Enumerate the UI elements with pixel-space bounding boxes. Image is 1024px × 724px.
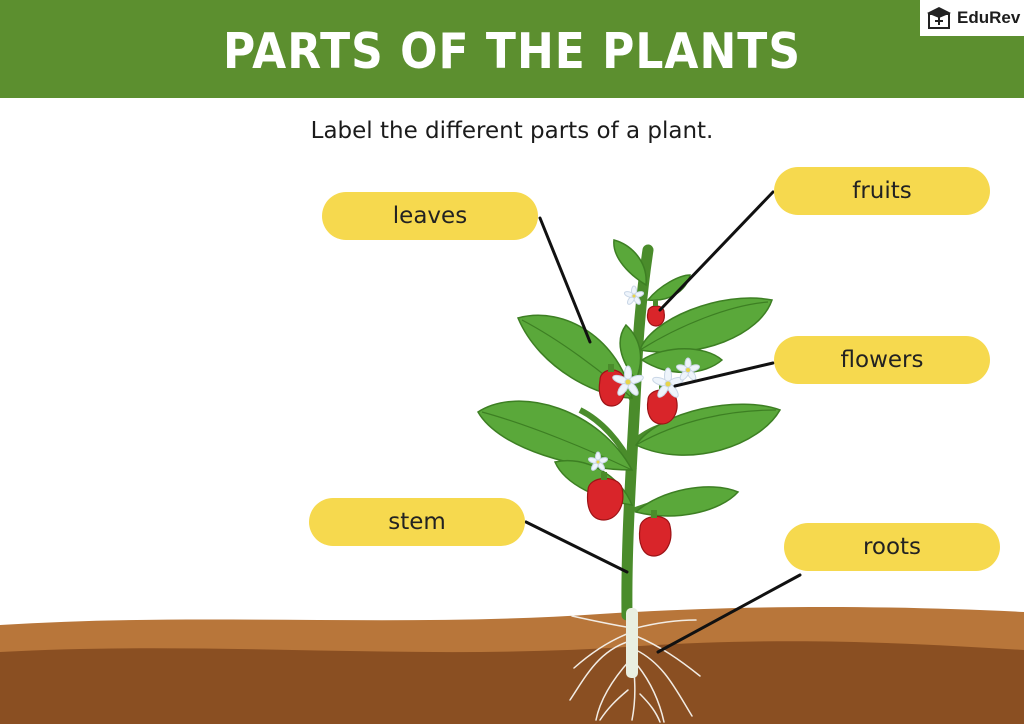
brand-name: EduRev (957, 8, 1021, 27)
header-bar (0, 0, 1024, 98)
label-roots[interactable]: roots (784, 523, 1000, 571)
label-stem[interactable]: stem (309, 498, 525, 546)
fruits-drawing (586, 305, 678, 557)
flowers-leader-line (673, 361, 775, 388)
label-fruits[interactable]: fruits (774, 167, 990, 215)
flowers-drawing (587, 285, 700, 471)
label-leaves[interactable]: leaves (322, 192, 538, 240)
stem-leader-line (524, 520, 629, 574)
stem-base (626, 608, 638, 678)
leaves-leader-line (538, 216, 592, 344)
brand-logo[interactable]: EduRev (920, 0, 1024, 36)
page-title: PARTS OF THE PLANTS (222, 23, 802, 81)
fruits-leader-line (658, 190, 775, 312)
roots-leader-line (656, 573, 802, 654)
soil-bottom-layer (0, 641, 1024, 724)
graduation-cap-icon (927, 7, 951, 29)
label-flowers[interactable]: flowers (774, 336, 990, 384)
instruction-text: Label the different parts of a plant. (310, 118, 714, 144)
